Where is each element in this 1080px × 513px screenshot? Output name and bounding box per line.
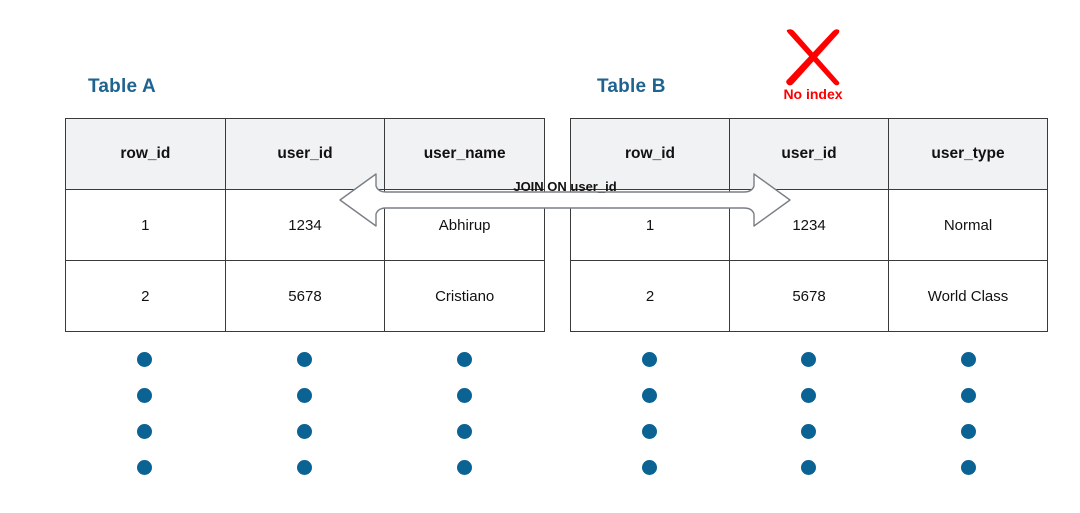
table-b-cell-user_type-2: World Class [888,260,1048,332]
continuation-dot [801,388,816,403]
continuation-dot [961,352,976,367]
red-x-mark-icon [786,29,840,86]
continuation-dot [642,424,657,439]
continuation-dot [137,424,152,439]
table-row: 1 1234 Normal [570,189,1048,261]
continuation-dot [457,352,472,367]
table-a-col-header-row_id: row_id [65,118,226,190]
continuation-dot [457,460,472,475]
table-a-cell-user_id-1: 1234 [224,189,386,261]
table-b: row_id user_id user_type 1 1234 Normal 2… [570,118,1048,332]
dot-column-a-row_id [137,352,153,475]
table-b-cell-user_type-1: Normal [888,189,1048,261]
table-a-cell-row_id-2: 2 [65,260,226,332]
continuation-dot [801,352,816,367]
dot-column-b-user_id [801,352,817,475]
continuation-dot [137,352,152,367]
table-b-cell-user_id-2: 5678 [729,260,889,332]
table-row: 2 5678 World Class [570,260,1048,332]
continuation-dot [297,352,312,367]
dot-column-b-user_type [961,352,977,475]
dot-column-a-user_id [297,352,313,475]
table-row: 1 1234 Abhirup [65,189,545,261]
table-b-title: Table B [597,76,666,97]
continuation-dot [642,460,657,475]
continuation-dot [642,352,657,367]
continuation-dot [297,460,312,475]
continuation-dot [457,424,472,439]
table-a-header-row: row_id user_id user_name [65,118,545,190]
table-b-cell-user_id-1: 1234 [729,189,889,261]
continuation-dot [961,388,976,403]
continuation-dot [801,460,816,475]
continuation-dot [297,424,312,439]
table-b-cell-row_id-1: 1 [570,189,730,261]
continuation-dot [961,424,976,439]
table-b-col-header-user_type: user_type [888,118,1048,190]
table-a-cell-user_id-2: 5678 [224,260,386,332]
dot-column-a-user_name [457,352,473,475]
continuation-dot [137,388,152,403]
table-a: row_id user_id user_name 1 1234 Abhirup … [65,118,545,332]
continuation-dot [137,460,152,475]
table-a-cell-row_id-1: 1 [65,189,226,261]
table-row: 2 5678 Cristiano [65,260,545,332]
join-condition-label: JOIN ON user_id [513,179,617,194]
no-index-label: No index [783,86,843,102]
continuation-dot [801,424,816,439]
table-a-cell-user_name-1: Abhirup [384,189,545,261]
continuation-dot [457,388,472,403]
dot-column-b-row_id [642,352,658,475]
table-a-cell-user_name-2: Cristiano [384,260,545,332]
table-a-title: Table A [88,76,156,97]
continuation-dot [642,388,657,403]
table-b-cell-row_id-2: 2 [570,260,730,332]
continuation-dot [297,388,312,403]
continuation-dot [961,460,976,475]
